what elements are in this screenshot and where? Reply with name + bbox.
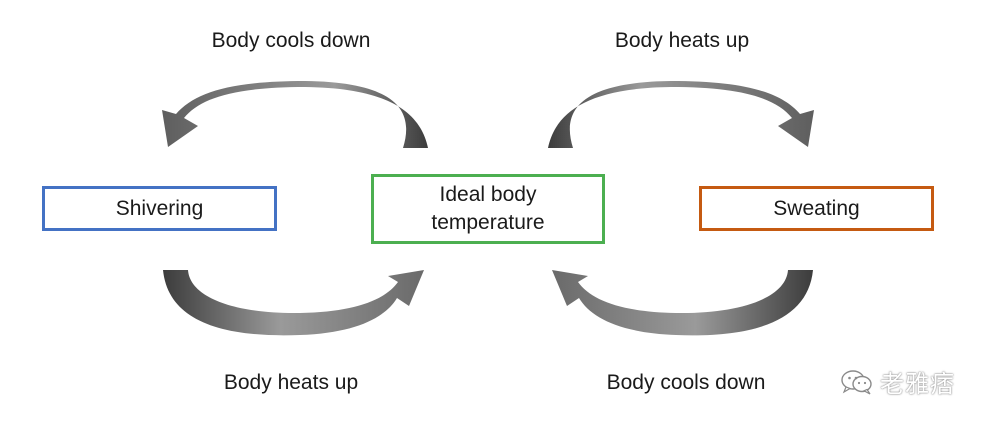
node-ideal-body-temperature: Ideal body temperature [371,174,605,244]
watermark: 老雅痞 [840,364,955,399]
edge-label-top-right: Body heats up [614,29,750,52]
arrow-sweating-to-ideal [552,270,813,336]
node-sweating-label: Sweating [773,196,860,220]
node-shivering-label: Shivering [115,196,204,220]
edge-label-bottom-left: Body heats up [223,371,359,394]
wechat-icon [840,369,874,395]
edge-label-top-left: Body cools down [211,29,371,52]
watermark-text: 老雅痞 [880,370,955,398]
arrow-ideal-to-shivering [162,81,428,148]
arrow-shivering-to-ideal [163,270,424,336]
node-sweating: Sweating [699,186,934,231]
arrow-ideal-to-sweating [548,81,814,148]
node-shivering: Shivering [42,186,277,231]
node-ideal-label: Ideal body temperature [431,183,545,234]
edge-label-bottom-right: Body cools down [606,371,766,394]
